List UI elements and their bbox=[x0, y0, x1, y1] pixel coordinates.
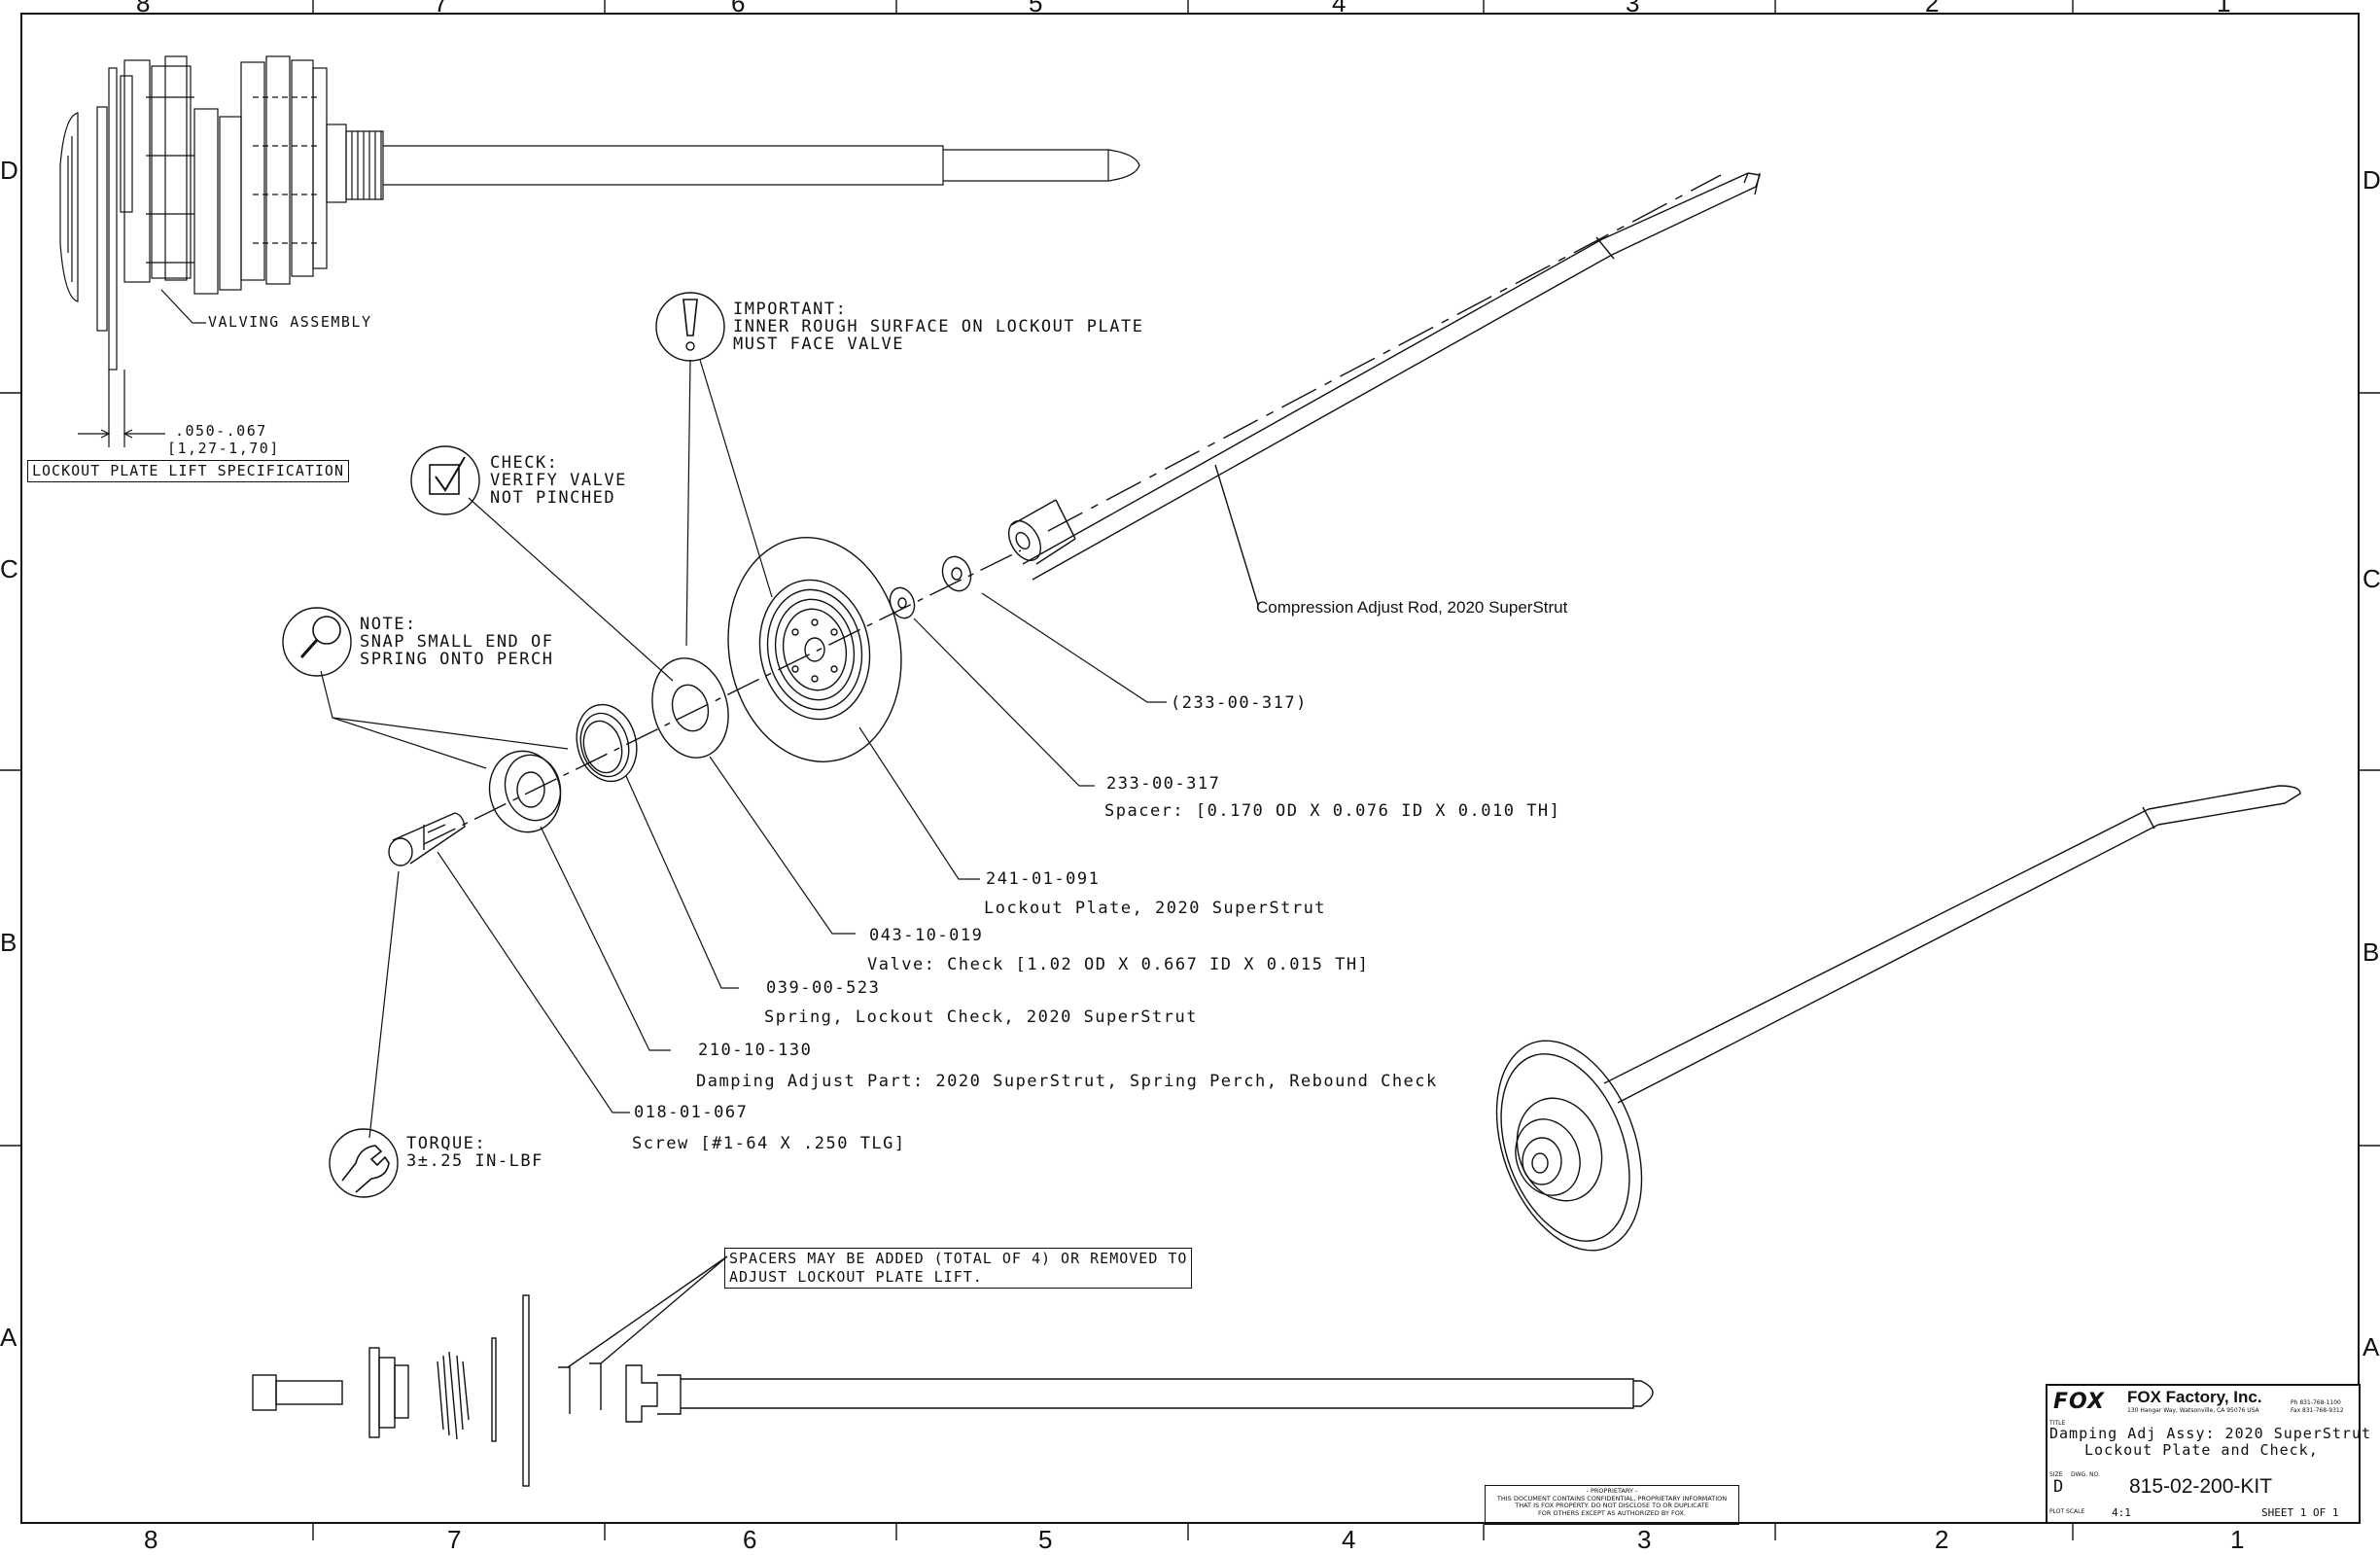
torque-value: 3±.25 IN-LBF bbox=[406, 1151, 543, 1171]
zone-top-1: 1 bbox=[2217, 0, 2231, 18]
zone-top-3: 3 bbox=[1626, 0, 1640, 18]
size-label: SIZE bbox=[2049, 1471, 2063, 1478]
note-title: NOTE: bbox=[360, 615, 417, 634]
spacers-note-box: SPACERS MAY BE ADDED (TOTAL OF 4) OR REM… bbox=[724, 1248, 1193, 1289]
zone-right-d: D bbox=[2362, 165, 2380, 194]
title-line-2: Lockout Plate and Check, bbox=[2084, 1441, 2319, 1459]
zone-top-5: 5 bbox=[1029, 0, 1043, 18]
title-block: FOX FOX Factory, Inc. 130 Hangar Way, Wa… bbox=[2046, 1384, 2370, 1524]
check-title: CHECK: bbox=[490, 453, 559, 473]
part-spring-number: 039-00-523 bbox=[766, 978, 881, 998]
important-icon bbox=[655, 292, 725, 362]
part-screw-desc: Screw [#1-64 X .250 TLG] bbox=[632, 1134, 906, 1153]
zone-left-d: D bbox=[0, 156, 18, 185]
check-line-2: VERIFY VALVE bbox=[490, 471, 627, 490]
zone-top-2: 2 bbox=[1925, 0, 1940, 18]
dwg-no-label: DWG. NO. bbox=[2071, 1471, 2100, 1478]
dwg-no-value: 815-02-200-KIT bbox=[2129, 1475, 2273, 1498]
size-value: D bbox=[2053, 1477, 2064, 1497]
check-icon bbox=[410, 445, 480, 515]
part-spacer-number: 233-00-317 bbox=[1106, 774, 1221, 794]
note-line-3: SPRING ONTO PERCH bbox=[360, 650, 554, 669]
valving-label: VALVING ASSEMBLY bbox=[208, 313, 372, 331]
title-label: TITLE bbox=[2049, 1420, 2066, 1427]
plot-scale-value: 4:1 bbox=[2112, 1506, 2131, 1519]
proprietary-line-2: THIS DOCUMENT CONTAINS CONFIDENTIAL, PRO… bbox=[1496, 1494, 1728, 1502]
company-fax: Fax 831-768-9312 bbox=[2291, 1407, 2344, 1414]
zone-top-6: 6 bbox=[731, 0, 746, 18]
part-plate-desc: Lockout Plate, 2020 SuperStrut bbox=[984, 899, 1327, 918]
lift-dim-inch: .050-.067 bbox=[175, 422, 267, 440]
zone-right-c: C bbox=[2362, 564, 2380, 593]
check-line-3: NOT PINCHED bbox=[490, 488, 616, 508]
valving-assembly bbox=[59, 55, 1140, 447]
leader-lines bbox=[320, 359, 1167, 1139]
zone-top-4: 4 bbox=[1332, 0, 1347, 18]
part-valve-number: 043-10-019 bbox=[869, 926, 984, 945]
zone-left-c: C bbox=[0, 554, 18, 583]
part-perch-desc: Damping Adjust Part: 2020 SuperStrut, Sp… bbox=[696, 1072, 1438, 1091]
proprietary-line-4: FOR OTHERS EXCEPT AS AUTHORIZED BY FOX. bbox=[1538, 1508, 1686, 1517]
assembled-view bbox=[1495, 785, 2301, 1252]
company-address: 130 Hangar Way, Watsonville, CA 95076 US… bbox=[2127, 1407, 2259, 1414]
proprietary-notice: - PROPRIETARY - THIS DOCUMENT CONTAINS C… bbox=[1485, 1485, 1739, 1525]
part-spacer-desc: Spacer: [0.170 OD X 0.076 ID X 0.010 TH] bbox=[1104, 801, 1561, 821]
note-line-2: SNAP SMALL END OF bbox=[360, 632, 554, 652]
important-title: IMPORTANT: bbox=[733, 300, 848, 319]
compression-adjust-rod bbox=[1007, 172, 1761, 606]
spacers-line-1: SPACERS MAY BE ADDED (TOTAL OF 4) OR REM… bbox=[729, 1250, 1188, 1267]
sheet-border bbox=[20, 13, 2360, 1524]
proprietary-line-1: - PROPRIETARY - bbox=[1586, 1487, 1638, 1495]
part-rod-desc: Compression Adjust Rod, 2020 SuperStrut bbox=[1256, 598, 1568, 617]
spacers-line-2: ADJUST LOCKOUT PLATE LIFT. bbox=[729, 1268, 983, 1286]
zone-left-b: B bbox=[0, 928, 18, 957]
zone-left-a: A bbox=[0, 1323, 18, 1352]
title-line-1: Damping Adj Assy: 2020 SuperStrut bbox=[2049, 1425, 2372, 1442]
part-spacer-ref-number: (233-00-317) bbox=[1171, 693, 1308, 713]
torque-wrench-icon bbox=[329, 1128, 399, 1198]
important-line-2: INNER ROUGH SURFACE ON LOCKOUT PLATE bbox=[733, 317, 1144, 336]
part-screw-number: 018-01-067 bbox=[634, 1103, 749, 1122]
company-phone: Ph 831-768-1100 bbox=[2291, 1399, 2341, 1406]
torque-title: TORQUE: bbox=[406, 1134, 487, 1153]
zone-top-7: 7 bbox=[434, 0, 448, 18]
callout-icons bbox=[282, 292, 725, 1198]
plot-scale-label: PLOT SCALE bbox=[2049, 1508, 2085, 1515]
zone-top-8: 8 bbox=[136, 0, 151, 18]
sheet-number: SHEET 1 OF 1 bbox=[2261, 1506, 2339, 1519]
important-line-3: MUST FACE VALVE bbox=[733, 335, 905, 354]
part-perch-number: 210-10-130 bbox=[698, 1041, 813, 1060]
proprietary-line-3: THAT IS FOX PROPERTY. DO NOT DISCLOSE TO… bbox=[1515, 1502, 1709, 1509]
zone-right-b: B bbox=[2362, 937, 2380, 967]
exploded-parts bbox=[388, 537, 1022, 866]
side-view bbox=[252, 1255, 1654, 1487]
company-name: FOX Factory, Inc. bbox=[2127, 1388, 2262, 1406]
zone-right-a: A bbox=[2362, 1332, 2380, 1361]
fox-logo: FOX bbox=[2053, 1390, 2105, 1414]
magnifier-icon bbox=[282, 607, 352, 677]
part-spring-desc: Spring, Lockout Check, 2020 SuperStrut bbox=[764, 1007, 1198, 1027]
part-valve-desc: Valve: Check [1.02 OD X 0.667 ID X 0.015… bbox=[867, 955, 1370, 974]
part-plate-number: 241-01-091 bbox=[986, 869, 1101, 889]
lift-spec-box: LOCKOUT PLATE LIFT SPECIFICATION bbox=[27, 460, 349, 482]
lift-dim-mm: [1,27-1,70] bbox=[167, 440, 280, 457]
